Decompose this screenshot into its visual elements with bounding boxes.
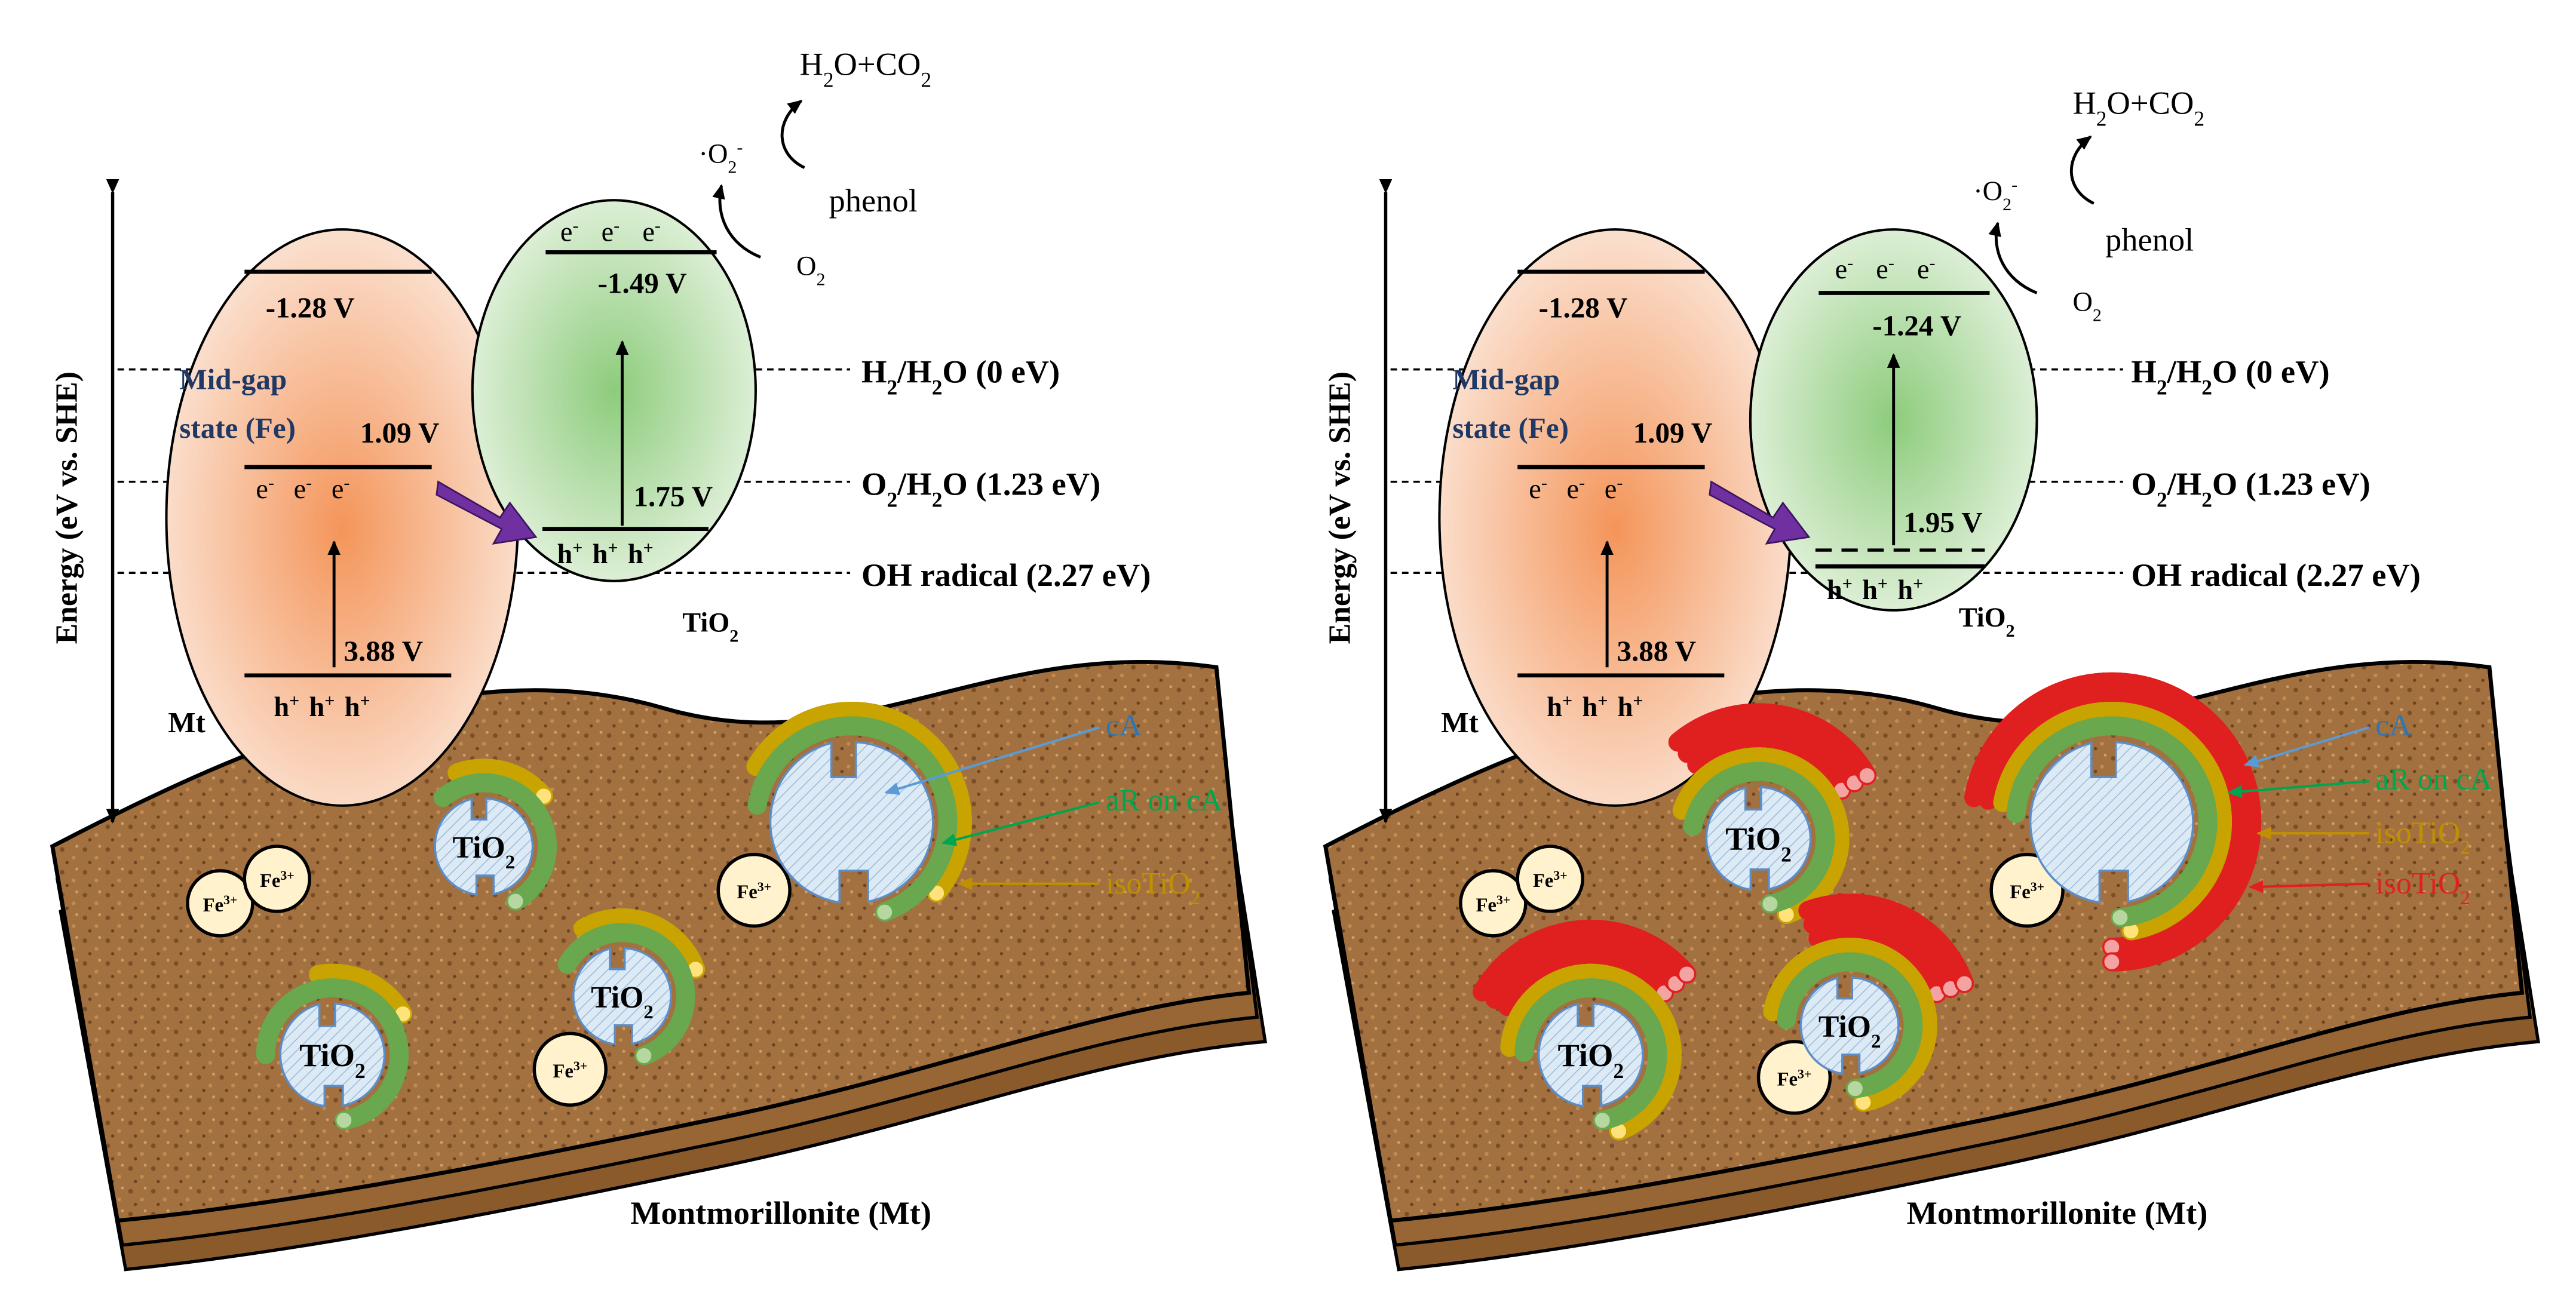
midgap-label-line1: Mid-gap	[179, 363, 287, 395]
mt-midgap-value: 1.09 V	[360, 416, 440, 449]
tio2-holes: h+h+h+	[557, 538, 653, 570]
fe-ion: Fe3+	[243, 845, 312, 913]
level-o2-h2o: O2/H2O (1.23 eV)	[861, 465, 1100, 511]
tio2-band-label: TiO2	[682, 607, 738, 646]
tio2-electrons: e-e-e-	[560, 216, 661, 247]
mt-bandgap-value: 3.88 V	[344, 634, 423, 667]
phenol-label: phenol	[829, 182, 918, 219]
fe-ion: Fe3+	[186, 869, 254, 938]
ar-on-ca-dot	[875, 902, 894, 922]
energy-axis-label: Energy (eV vs. SHE)	[50, 371, 84, 644]
mt-holes: h+h+h+	[274, 691, 370, 723]
mt-cb-value: -1.28 V	[266, 291, 355, 324]
oxygen-label: O2	[796, 251, 825, 289]
phenol-to-product-arrow	[780, 100, 805, 169]
midgap-label-line2: state (Fe)	[179, 412, 296, 444]
superoxide-label: ·O2-	[699, 137, 743, 177]
tio2-gap-value: 1.75 V	[634, 480, 713, 512]
fe-ion: Fe3+	[716, 852, 792, 928]
tio2-cb-value: -1.49 V	[598, 266, 687, 299]
ar-on-ca-dot	[506, 892, 525, 911]
panel-left: Energy (eV vs. SHE) -1.28 V e-e-e- 1.09 …	[50, 45, 1267, 1272]
charge-transfer-arrow	[436, 480, 538, 545]
energy-axis: Energy (eV vs. SHE)	[50, 179, 119, 824]
tio2-particle: TiO2	[433, 759, 557, 911]
tio2-band-ellipse	[471, 199, 757, 582]
level-oh-radical: OH radical (2.27 eV)	[861, 557, 1151, 593]
level-h2-h2o: H2/H2O (0 eV)	[861, 353, 1060, 399]
fe-ion: Fe3+	[532, 1031, 608, 1107]
mt-label: Mt	[168, 706, 206, 739]
product-label: H2O+CO2	[799, 45, 931, 91]
mt-midgap-electrons: e-e-e-	[256, 472, 349, 505]
ar-on-ca-dot	[634, 1046, 654, 1065]
oxygen-to-superoxide-arrow	[712, 183, 762, 259]
